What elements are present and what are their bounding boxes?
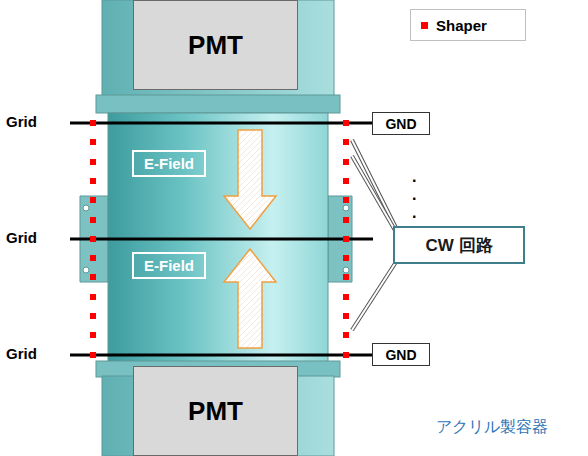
field-label-box: E-Field [132, 150, 206, 177]
box-text: GND [385, 116, 416, 132]
shaper-marker [343, 159, 349, 165]
gnd-box: GND [372, 112, 430, 135]
pmt-box: PMT [133, 366, 298, 456]
legend-box: Shaper [410, 9, 526, 41]
shaper-marker [90, 255, 96, 261]
shaper-marker [90, 352, 96, 358]
box-text: GND [385, 347, 416, 363]
grid-label: Grid [6, 113, 37, 130]
shaper-marker [90, 159, 96, 165]
shaper-marker [343, 274, 349, 280]
box-text: PMT [188, 396, 243, 427]
shaper-marker [343, 178, 349, 184]
grid-label: Grid [6, 345, 37, 362]
shaper-marker [90, 178, 96, 184]
legend-text: Shaper [436, 17, 487, 34]
shaper-marker [343, 217, 349, 223]
shaper-marker [343, 139, 349, 145]
shaper-marker [343, 294, 349, 300]
shaper-marker [343, 313, 349, 319]
shaper-marker [90, 274, 96, 280]
shaper-marker [343, 352, 349, 358]
shaper-marker [90, 139, 96, 145]
shaper-marker [343, 197, 349, 203]
box-text: PMT [188, 30, 243, 61]
shaper-marker [343, 236, 349, 242]
ellipsis-dot: . [412, 168, 416, 186]
shaper-marker [343, 332, 349, 338]
ellipsis-dot: . [412, 204, 416, 222]
shaper-marker [90, 217, 96, 223]
circuit-box: CW 回路 [393, 226, 525, 264]
pmt-box: PMT [133, 0, 298, 90]
shaper-marker [90, 120, 96, 126]
legend-swatch [421, 22, 428, 29]
field-label-box: E-Field [132, 252, 206, 279]
container-label: アクリル製容器 [436, 417, 548, 438]
shaper-marker [90, 294, 96, 300]
box-text: E-Field [144, 257, 194, 274]
box-text: CW 回路 [425, 234, 492, 257]
shaper-marker [343, 120, 349, 126]
shaper-marker [90, 313, 96, 319]
box-text: E-Field [144, 155, 194, 172]
grid-label: Grid [6, 229, 37, 246]
gnd-box: GND [372, 343, 430, 366]
shaper-marker [343, 255, 349, 261]
shaper-marker [90, 332, 96, 338]
shaper-marker [90, 236, 96, 242]
shaper-marker [90, 197, 96, 203]
ellipsis-dot: . [412, 186, 416, 204]
